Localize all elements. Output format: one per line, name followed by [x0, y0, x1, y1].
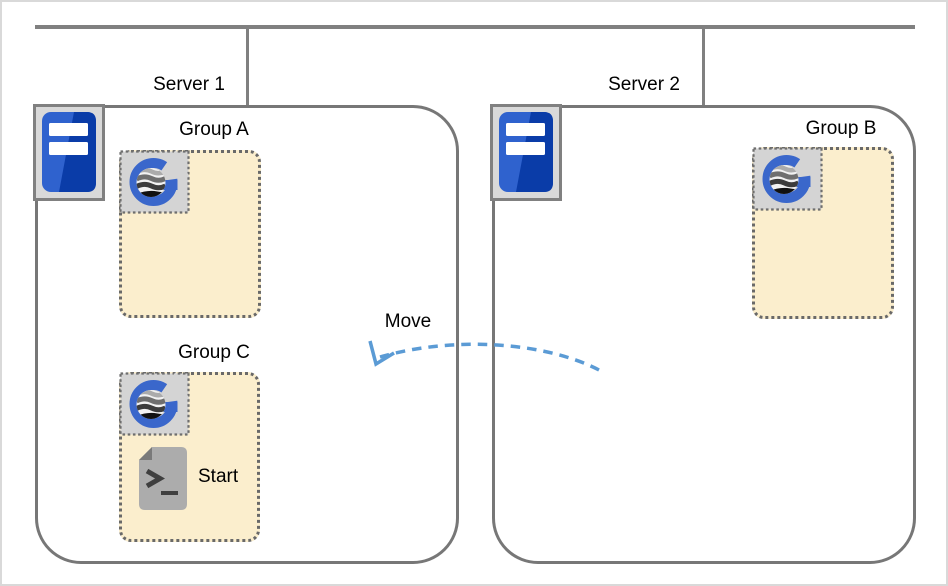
move-label: Move	[384, 311, 432, 332]
group-b-g-logo-icon	[752, 147, 823, 211]
server1-label: Server 1	[153, 74, 225, 95]
group-c-label: Group C	[178, 342, 250, 363]
group-c-g-logo-icon	[119, 372, 190, 436]
move-dashed-arrow-icon	[368, 340, 600, 372]
group-b-label: Group B	[805, 118, 877, 139]
server1-connector-line	[246, 27, 249, 107]
start-script-icon	[139, 447, 187, 510]
server2-label: Server 2	[608, 74, 680, 95]
start-script-label: Start	[198, 466, 239, 487]
server2-connector-line	[702, 27, 705, 107]
network-trunk-line	[35, 25, 915, 29]
group-a-label: Group A	[179, 119, 249, 140]
move-arrow-curve	[379, 342, 600, 372]
server2-tower-icon	[490, 104, 562, 201]
move-arrow-head	[368, 340, 395, 367]
server1-tower-icon	[33, 104, 105, 201]
group-a-g-logo-icon	[119, 150, 190, 214]
